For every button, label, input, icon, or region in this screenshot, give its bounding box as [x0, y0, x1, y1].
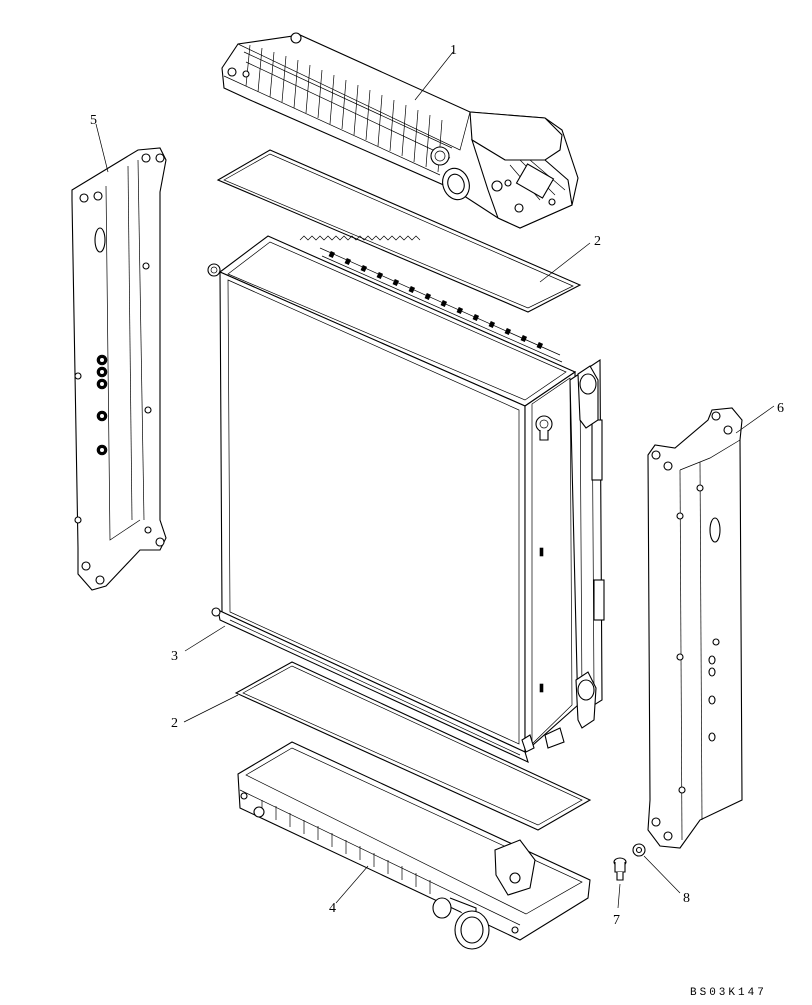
callout-2-lower: 2	[171, 716, 178, 731]
left-side-bracket	[71, 147, 167, 591]
upper-gasket	[216, 149, 582, 313]
callout-5: 5	[90, 113, 97, 128]
callout-3: 3	[171, 649, 178, 664]
callout-7: 7	[613, 913, 620, 928]
washer	[632, 843, 646, 857]
bottom-tank	[237, 741, 591, 950]
bolt	[613, 857, 627, 881]
callout-1: 1	[450, 43, 457, 58]
callout-6: 6	[777, 401, 784, 416]
drawing-code: BS03K147	[690, 987, 767, 999]
right-side-bracket	[647, 407, 743, 849]
callout-2-upper: 2	[594, 234, 601, 249]
top-tank	[221, 32, 579, 229]
callout-8: 8	[683, 891, 690, 906]
radiator-core	[207, 235, 605, 764]
callout-4: 4	[329, 901, 336, 916]
lower-gasket	[234, 661, 592, 831]
leader-lines	[95, 51, 775, 909]
